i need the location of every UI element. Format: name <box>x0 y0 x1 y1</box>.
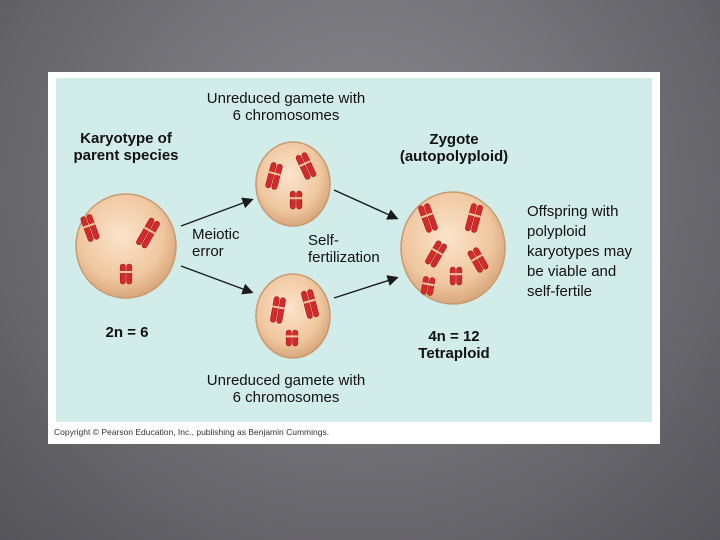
parent-ploidy-label: 2n = 6 <box>105 324 149 341</box>
chromosome-pair-zygote <box>465 203 483 233</box>
chromosome-pair-gamete-bottom <box>270 296 286 324</box>
chromosome-pair-gamete-top <box>295 152 317 180</box>
offspring-label: Offspring with polyploid karyotypes may … <box>527 203 633 300</box>
autopolyploidy-figure: Karyotype of parent species 2n = 6 Unred… <box>56 78 652 422</box>
chromosome-pair-gamete-top <box>289 190 303 210</box>
chromosome-pair-zygote <box>420 276 436 296</box>
arrow-top-gamete-to-zygote <box>333 189 399 220</box>
chromosome-pair-zygote <box>467 247 489 273</box>
zygote-ploidy-label: 4n = 12 Tetraploid <box>418 328 490 362</box>
gamete-top-label: Unreduced gamete with 6 chromosomes <box>206 90 366 124</box>
arrow-parent-to-bottom-gamete <box>180 265 254 295</box>
parent-cell <box>75 193 177 299</box>
chromosome-pair-parent <box>119 263 133 285</box>
zygote-cell <box>400 191 506 305</box>
chromosome-pair-gamete-bottom <box>301 289 319 319</box>
arrow-bottom-gamete-to-zygote <box>333 275 399 299</box>
self-fertilization-label: Self- fertilization <box>308 232 380 266</box>
parent-karyotype-label: Karyotype of parent species <box>73 130 179 164</box>
gamete-bottom-label: Unreduced gamete with 6 chromosomes <box>206 372 366 406</box>
chromosome-pair-zygote <box>449 266 463 286</box>
chromosomes <box>80 152 489 347</box>
meiotic-error-label: Meiotic error <box>192 226 240 260</box>
chromosome-pair-gamete-top <box>265 162 283 190</box>
chromosome-pair-zygote <box>418 203 438 233</box>
slide-frame: Karyotype of parent species 2n = 6 Unred… <box>48 72 660 444</box>
chromosome-pair-zygote <box>425 240 447 268</box>
chromosome-pair-parent <box>136 217 160 249</box>
zygote-label: Zygote (autopolyploid) <box>399 131 509 165</box>
chromosome-pair-gamete-bottom <box>285 329 299 347</box>
figure-drawing <box>75 141 506 359</box>
chromosome-pair-parent <box>80 214 100 242</box>
copyright-notice: Copyright © Pearson Education, Inc., pub… <box>54 427 330 437</box>
arrow-parent-to-top-gamete <box>180 197 254 227</box>
